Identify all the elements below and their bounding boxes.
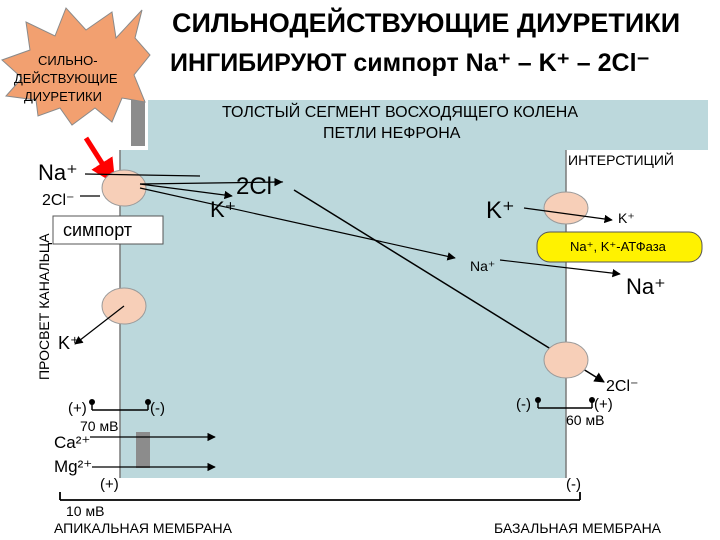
- basal-probe-dot-left: [535, 397, 541, 403]
- apical-plus: (+): [68, 400, 87, 417]
- na-inter: Na⁺: [626, 274, 666, 299]
- interstitium-label: ИНТЕРСТИЦИЙ: [568, 152, 674, 168]
- symporter-channel: [101, 169, 147, 207]
- basal-mv: 60 мВ: [566, 412, 605, 428]
- title-line-2: ИНГИБИРУЮТ симпорт Na⁺ – K⁺ – 2Cl⁻: [170, 49, 650, 77]
- apical-minus: (-): [150, 400, 165, 417]
- k-into-cell-arrow: [139, 183, 233, 200]
- k-inter-arrow: [523, 207, 613, 224]
- k-out-apical-arrow: [74, 305, 125, 345]
- cl-lumen: 2Cl⁻: [42, 192, 75, 209]
- trans-minus: (-): [566, 476, 581, 493]
- basal-membrane-label: БАЗАЛЬНАЯ МЕМБРАНА: [494, 520, 662, 536]
- segment-band: [148, 100, 708, 150]
- basal-minus: (-): [516, 396, 531, 413]
- symport-box: [52, 215, 164, 245]
- burst-text-3: ДИУРЕТИКИ: [24, 89, 102, 104]
- apical-mv: 70 мВ: [80, 418, 119, 434]
- basal-k-channel: [543, 191, 589, 225]
- symport-label: симпорт: [63, 220, 133, 240]
- trans-plus: (+): [100, 476, 119, 493]
- k-cell: K⁺: [210, 197, 237, 222]
- basal-probe-dot-right: [589, 397, 595, 403]
- na-into-cell-arrow: [139, 187, 456, 261]
- k-apical-out: K⁺: [58, 333, 80, 353]
- trans-mv: 10 мВ: [66, 503, 105, 519]
- k-basal: K⁺: [486, 197, 515, 224]
- apical-probe-dot-right: [145, 399, 151, 405]
- burst-text-1: СИЛЬНО-: [38, 53, 98, 68]
- tight-junction-bottom: [136, 432, 150, 468]
- na-in-arrow: [84, 173, 201, 177]
- ca-ion: Ca²⁺: [54, 433, 91, 452]
- na-out-arrow: [499, 259, 621, 278]
- tight-junction-top: [131, 100, 145, 146]
- na-lumen: Na⁺: [38, 160, 78, 185]
- apical-membrane-label: АПИКАЛЬНАЯ МЕМБРАНА: [54, 520, 232, 536]
- apical-probe-dot-left: [89, 399, 95, 405]
- basal-cl-channel: [543, 341, 589, 379]
- segment-line-2: ПЕТЛИ НЕФРОНА: [323, 125, 461, 142]
- lumen-label: ПРОСВЕТ КАНАЛЬЦА: [36, 233, 52, 380]
- segment-line-1: ТОЛСТЫЙ СЕГМЕНТ ВОСХОДЯЩЕГО КОЛЕНА: [222, 104, 579, 121]
- cl-inter: 2Cl⁻: [606, 378, 639, 395]
- cl-into-cell-arrow: [139, 177, 283, 187]
- diuretic-burst: [1, 7, 151, 126]
- burst-text-2: ДЕЙСТВУЮЩИЕ: [14, 71, 118, 86]
- cl-cell: 2Cl⁻: [236, 173, 285, 200]
- k-inter: K⁺: [618, 210, 635, 226]
- atpase-box: [536, 231, 703, 263]
- atpase-label: Na⁺, K⁺-АТФаза: [570, 239, 666, 254]
- title-line-1: СИЛЬНОДЕЙСТВУЮЩИЕ ДИУРЕТИКИ: [172, 8, 681, 38]
- cell-body: [120, 150, 566, 478]
- na-cell: Na⁺: [470, 258, 496, 274]
- basal-plus: (+): [594, 396, 613, 413]
- mg-ion: Mg²⁺: [54, 457, 93, 476]
